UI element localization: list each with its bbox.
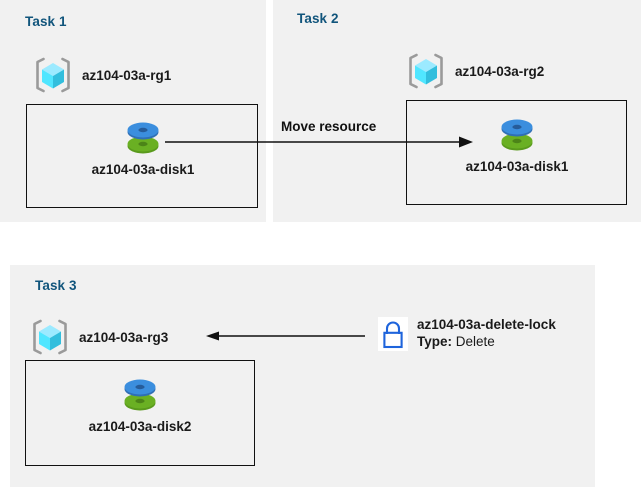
resource-group-label-rg1: az104-03a-rg1	[82, 67, 172, 83]
disk-label-task-1: az104-03a-disk1	[91, 162, 195, 177]
disk-label-task-2: az104-03a-disk1	[465, 159, 569, 174]
delete-lock-type-row: Type: Delete	[417, 334, 556, 350]
delete-lock-arrow	[206, 331, 365, 341]
delete-lock-text: az104-03a-delete-lock Type: Delete	[417, 317, 556, 350]
resource-group-node-rg2: az104-03a-rg2	[406, 52, 544, 90]
delete-lock-node: az104-03a-delete-lock Type: Delete	[378, 317, 556, 351]
managed-disk-icon	[127, 122, 159, 154]
move-resource-caption: Move resource	[281, 119, 377, 134]
disk-node-task-3: az104-03a-disk2	[60, 372, 220, 434]
managed-disk-icon	[124, 379, 156, 411]
disk-node-task-2: az104-03a-disk1	[437, 112, 597, 174]
resource-group-label-rg3: az104-03a-rg3	[79, 329, 169, 345]
disk-label-task-3: az104-03a-disk2	[88, 419, 192, 434]
resource-group-node-rg1: az104-03a-rg1	[33, 56, 171, 94]
resource-group-icon	[33, 319, 67, 355]
resource-group-label-rg2: az104-03a-rg2	[455, 63, 545, 79]
resource-box-task-2	[406, 100, 627, 205]
panel-title-task-2: Task 2	[297, 11, 339, 26]
delete-lock-name: az104-03a-delete-lock	[417, 317, 556, 332]
delete-lock-type-key: Type:	[417, 333, 453, 349]
resource-box-task-1	[26, 104, 258, 208]
disk-node-task-1: az104-03a-disk1	[63, 115, 223, 177]
resource-group-node-rg3: az104-03a-rg3	[30, 318, 168, 356]
move-resource-arrow	[165, 136, 473, 148]
panel-title-task-3: Task 3	[35, 278, 77, 293]
resource-box-task-3	[25, 360, 255, 466]
panel-title-task-1: Task 1	[25, 14, 67, 29]
resource-group-icon	[409, 53, 443, 89]
resource-group-icon	[36, 57, 70, 93]
managed-disk-icon	[501, 119, 533, 151]
lock-icon	[378, 317, 408, 351]
delete-lock-type-value: Delete	[455, 333, 495, 349]
